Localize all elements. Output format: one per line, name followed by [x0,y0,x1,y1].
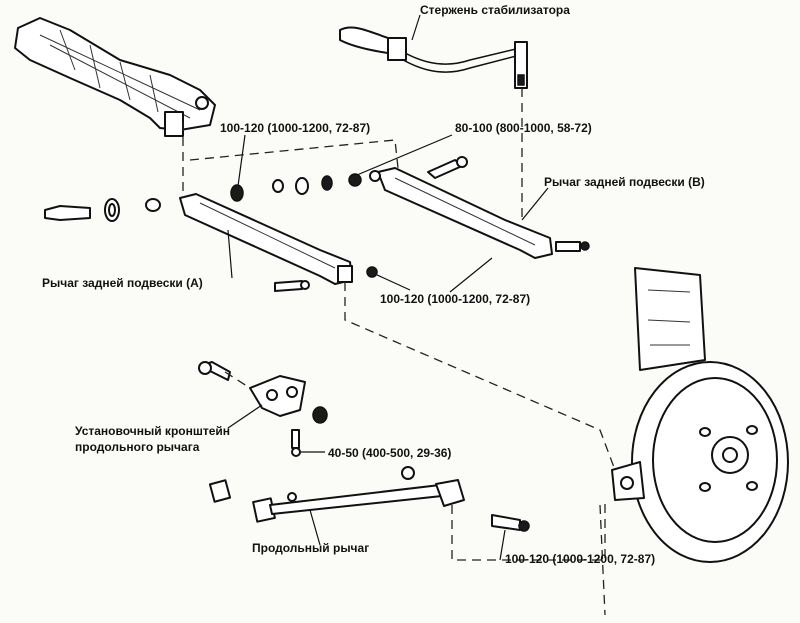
leader-lines [227,14,549,561]
mounting-bracket [198,361,328,457]
hub-drum-assembly [611,267,789,563]
label-torque-top-right: 80-100 (800-1000, 58-72) [455,121,592,135]
crossmember [14,17,216,137]
label-torque-bottom: 100-120 (1000-1200, 72-87) [505,552,655,566]
stabilizer-bar [339,26,528,89]
label-arm-b: Рычаг задней подвески (В) [544,175,705,189]
label-arm-a: Рычаг задней подвески (А) [42,276,203,290]
suspension-arm-b [348,156,590,259]
label-bracket-line2: продольного рычага [75,440,200,454]
label-stabilizer-rod: Стержень стабилизатора [420,3,570,17]
label-trailing-arm: Продольный рычаг [252,541,369,555]
label-bracket-line1: Установочный кронштейн [75,424,230,438]
label-torque-top-left: 100-120 (1000-1200, 72-87) [220,121,370,135]
suspension-arm-a [179,193,378,292]
label-torque-bracket: 40-50 (400-500, 29-36) [328,446,451,460]
label-torque-middle: 100-120 (1000-1200, 72-87) [380,292,530,306]
assembly-lines [182,88,616,616]
trailing-arm [208,466,530,532]
bushing-set [44,175,333,222]
